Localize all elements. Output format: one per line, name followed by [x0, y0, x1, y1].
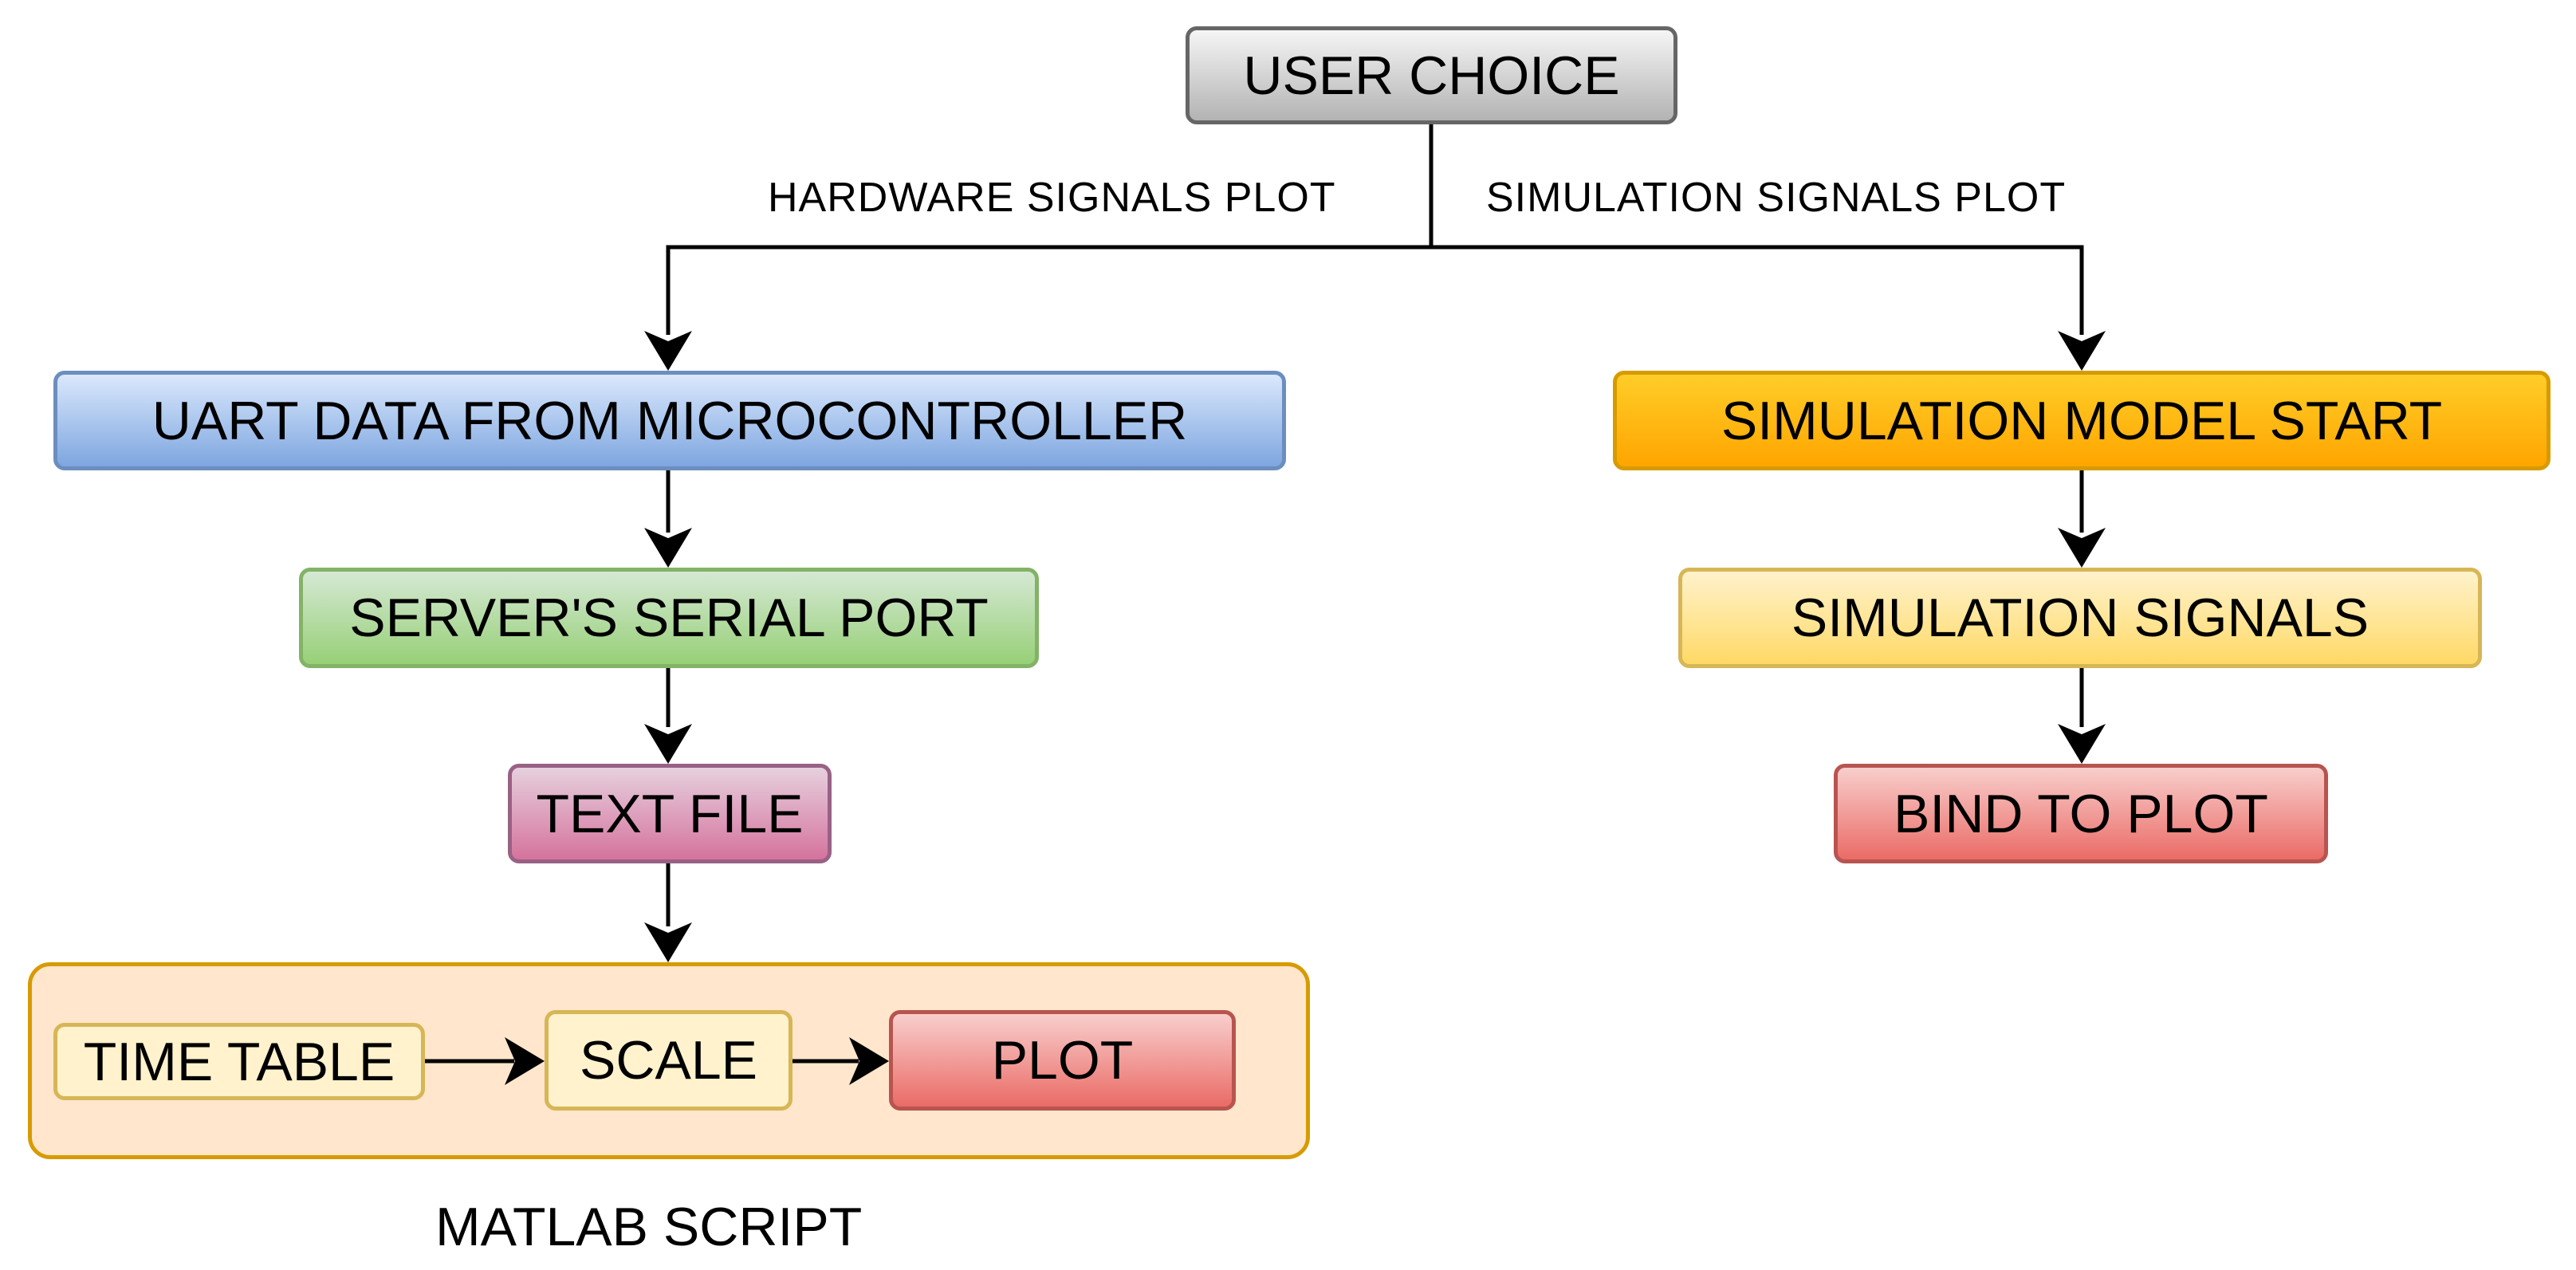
uart-data-node: UART DATA FROM MICROCONTROLLER [53, 371, 1286, 470]
arrowhead-to-scale [505, 1037, 545, 1085]
hardware-branch-label: HARDWARE SIGNALS PLOT [768, 175, 1336, 221]
scale-node: SCALE [545, 1010, 792, 1111]
connector-simulation-branch [1431, 245, 2084, 335]
arrowhead-to-textfile [644, 724, 692, 764]
connector-hardware-branch [666, 245, 1431, 335]
arrowhead-to-serial [644, 528, 692, 568]
text-file-node: TEXT FILE [508, 764, 832, 863]
arrowhead-to-bind [2058, 724, 2106, 764]
bind-to-plot-node: BIND TO PLOT [1834, 764, 2328, 863]
arrowhead-to-matlab [644, 922, 692, 962]
simulation-signals-node: SIMULATION SIGNALS [1678, 568, 2482, 668]
serial-port-node: SERVER'S SERIAL PORT [299, 568, 1039, 668]
matlab-script-caption: MATLAB SCRIPT [435, 1197, 863, 1257]
arrowhead-to-sim-start [2058, 331, 2106, 371]
arrowhead-to-plot [849, 1037, 889, 1085]
simulation-branch-label: SIMULATION SIGNALS PLOT [1486, 175, 2067, 221]
arrowhead-to-uart [644, 331, 692, 371]
user-choice-node: USER CHOICE [1186, 26, 1677, 124]
plot-node: PLOT [889, 1010, 1236, 1111]
time-table-node: TIME TABLE [53, 1023, 425, 1100]
arrowhead-to-sim-signals [2058, 528, 2106, 568]
simulation-model-start-node: SIMULATION MODEL START [1613, 371, 2550, 470]
